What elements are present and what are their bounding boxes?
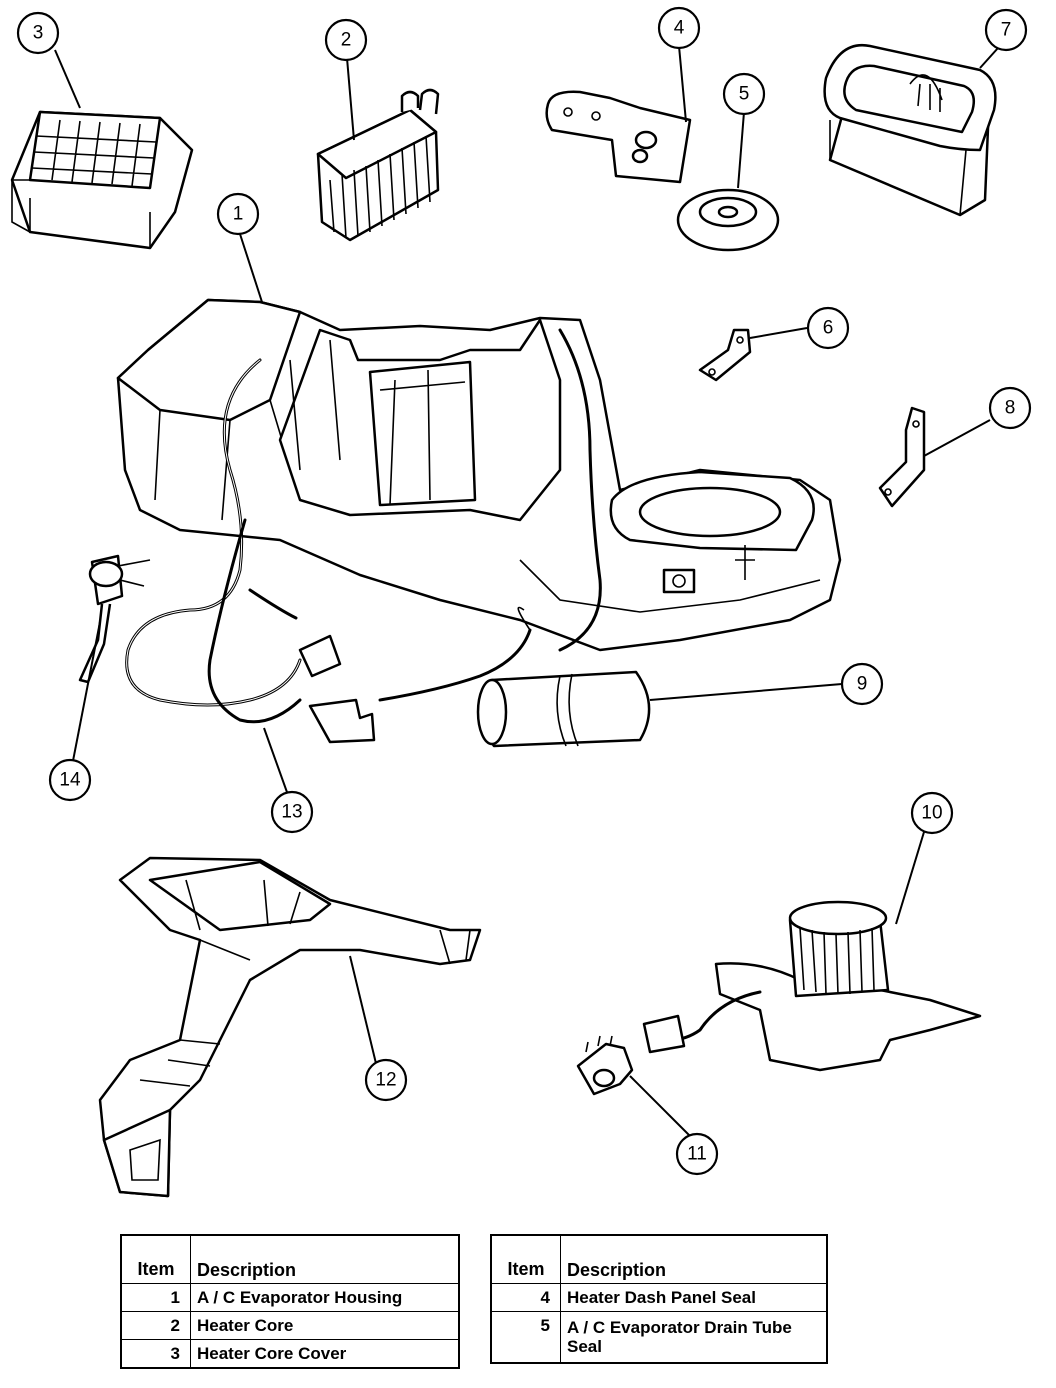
legend-row: 3 Heater Core Cover: [120, 1339, 460, 1369]
heater-core-cover-drawing: [10, 110, 194, 250]
callout-5: 5: [722, 72, 766, 116]
legend-item-number: 4: [490, 1283, 561, 1312]
legend-item-description: Heater Core: [190, 1311, 460, 1340]
callout-12: 12: [364, 1058, 408, 1102]
legend-row: 4 Heater Dash Panel Seal: [490, 1283, 828, 1312]
legend-item-description: A / C Evaporator Drain Tube Seal: [560, 1311, 828, 1364]
callout-9-number: 9: [857, 674, 868, 695]
legend-table-left: Item Description 1 A / C Evaporator Hous…: [120, 1234, 460, 1369]
callout-4: 4: [657, 6, 701, 50]
legend-header-item: Item: [120, 1234, 191, 1284]
callout-2: 2: [324, 18, 368, 62]
callout-3: 3: [16, 11, 60, 55]
callout-10: 10: [910, 791, 954, 835]
vacuum-actuator-drawing: [78, 554, 151, 684]
callout-7-number: 7: [1001, 20, 1012, 41]
callout-2-number: 2: [341, 30, 352, 51]
callout-3-number: 3: [33, 23, 44, 44]
legend-header-row: Item Description: [120, 1234, 460, 1284]
callout-11-number: 11: [687, 1144, 707, 1165]
legend-row: 1 A / C Evaporator Housing: [120, 1283, 460, 1312]
legend-header-row: Item Description: [490, 1234, 828, 1284]
callout-11: 11: [675, 1132, 719, 1176]
heater-core-drawing: [316, 88, 440, 242]
legend-header-item: Item: [490, 1234, 561, 1284]
legend-header-description: Description: [560, 1234, 828, 1284]
vacuum-reservoir-drawing: [476, 670, 651, 748]
legend-item-description: Heater Dash Panel Seal: [560, 1283, 828, 1312]
evaporator-housing-drawing: [116, 298, 842, 652]
callout-6: 6: [806, 306, 850, 350]
callout-1-number: 1: [233, 204, 244, 225]
heater-dash-panel-seal-drawing: [545, 90, 692, 184]
legend-item-number: 5: [490, 1311, 561, 1364]
legend-row: 2 Heater Core: [120, 1311, 460, 1340]
callout-7: 7: [984, 8, 1028, 52]
callout-5-number: 5: [739, 84, 750, 105]
callout-13-number: 13: [281, 802, 302, 823]
legend-header-description: Description: [190, 1234, 460, 1284]
duct-adapter-drawing: [823, 43, 997, 217]
callout-1: 1: [216, 192, 260, 236]
wiring-harness-drawing: [125, 328, 602, 744]
callout-10-number: 10: [921, 803, 942, 824]
callout-8: 8: [988, 386, 1032, 430]
legend-item-description: Heater Core Cover: [190, 1339, 460, 1369]
legend-item-number: 1: [120, 1283, 191, 1312]
legend-row: 5 A / C Evaporator Drain Tube Seal: [490, 1311, 828, 1364]
callout-12-number: 12: [375, 1070, 396, 1091]
blower-motor-drawing: [642, 900, 982, 1072]
callout-4-number: 4: [674, 18, 685, 39]
callout-14-number: 14: [59, 770, 81, 791]
callout-14: 14: [48, 758, 92, 802]
bracket-6-drawing: [698, 328, 752, 382]
bracket-8-drawing: [878, 406, 926, 508]
leader-lines: [54, 45, 999, 1139]
legend-item-number: 3: [120, 1339, 191, 1369]
floor-duct-drawing: [98, 856, 482, 1198]
legend-item-description: A / C Evaporator Housing: [190, 1283, 460, 1312]
callout-6-number: 6: [823, 318, 834, 339]
blower-resistor-drawing: [576, 1035, 634, 1096]
legend-item-number: 2: [120, 1311, 191, 1340]
callout-9: 9: [840, 662, 884, 706]
callout-8-number: 8: [1005, 398, 1016, 419]
callout-13: 13: [270, 790, 314, 834]
drain-tube-seal-drawing: [676, 188, 780, 252]
legend-table-right: Item Description 4 Heater Dash Panel Sea…: [490, 1234, 828, 1364]
